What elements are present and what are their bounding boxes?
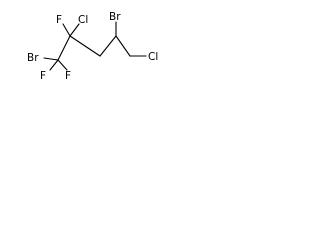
bond-c2-f-top	[62, 23, 71, 37]
bonds	[43, 21, 147, 71]
atom-f-bottom-left: F	[40, 70, 46, 82]
structure-svg: Br F Cl Br Cl F F	[27, 11, 158, 82]
bond-c3-c4	[99, 35, 117, 57]
atom-cl-top: Cl	[78, 14, 88, 26]
atom-br-left: Br	[27, 52, 39, 64]
atom-cl-right: Cl	[148, 51, 158, 63]
atom-f-top: F	[56, 14, 62, 26]
bond-c2-c3	[69, 35, 101, 57]
bond-c1-br	[43, 57, 59, 61]
chemical-structure-diagram: Br F Cl Br Cl F F	[0, 0, 185, 94]
atom-br-right: Br	[109, 11, 121, 23]
bond-c1-c2	[57, 35, 71, 61]
atom-labels: Br F Cl Br Cl F F	[27, 11, 158, 82]
bond-c4-c5	[115, 35, 131, 57]
bond-c1-f-bottom-left	[49, 59, 59, 71]
bond-c1-f-bottom-right	[57, 59, 68, 71]
bond-c2-cl-top	[69, 23, 80, 37]
atom-f-bottom-right: F	[65, 70, 71, 82]
